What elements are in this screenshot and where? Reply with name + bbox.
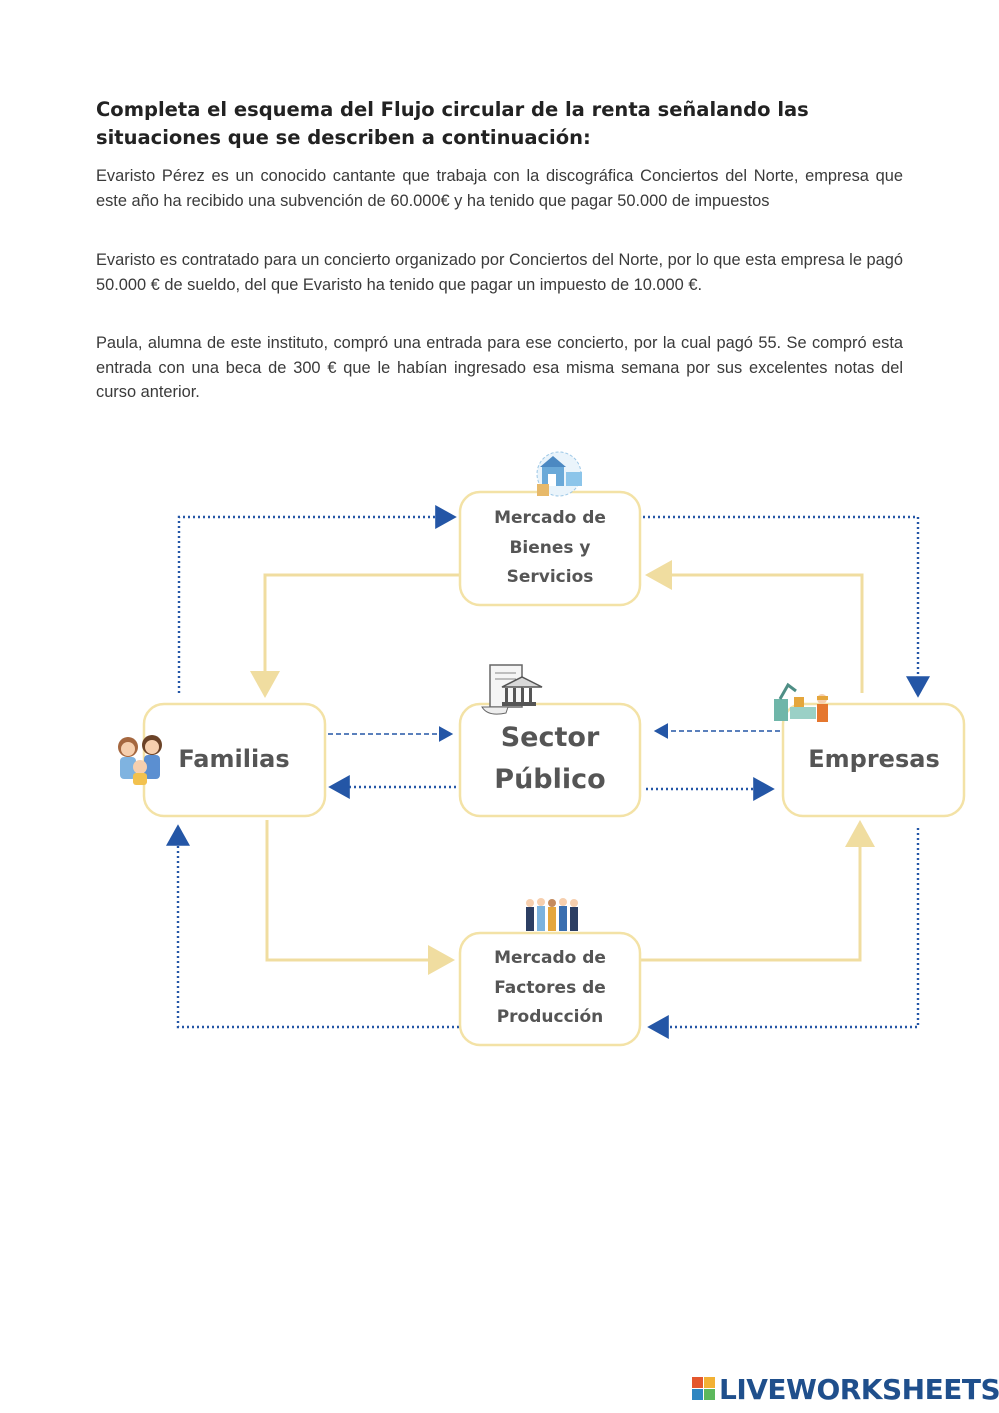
sector-publico-label-1: Sector	[501, 722, 600, 753]
sector-publico-label-2: Público	[494, 764, 605, 795]
money-flow-arrows-dashed	[328, 723, 780, 742]
sector-publico-box	[458, 702, 642, 818]
market-icon	[536, 451, 582, 497]
government-icon	[481, 664, 543, 715]
scenario-paragraph-2: Evaristo es contratado para un concierto…	[96, 251, 903, 294]
family-icon	[118, 735, 162, 785]
mercado-bienes-label-2: Bienes y	[509, 538, 590, 558]
empresas-box	[781, 702, 966, 818]
scenario-paragraph-1: Evaristo Pérez es un conocido cantante q…	[96, 167, 903, 210]
scenario-paragraph-3: Paula, alumna de este instituto, compró …	[96, 334, 903, 401]
liveworksheets-brand: LIVEWORKSHEETS	[692, 1372, 999, 1406]
mercado-bienes-label-3: Servicios	[507, 567, 594, 587]
familias-label: Familias	[178, 745, 289, 773]
mercado-factores-label-3: Producción	[497, 1007, 604, 1027]
mercado-factores-label-1: Mercado de	[494, 948, 606, 968]
empresas-label: Empresas	[808, 745, 939, 773]
real-flow-arrows	[250, 560, 875, 975]
factory-icon	[774, 682, 828, 722]
mercado-factores-label-2: Factores de	[494, 978, 606, 998]
mercado-factores-box	[458, 931, 642, 1047]
exercise-heading: Completa el esquema del Flujo circular d…	[96, 98, 809, 149]
circular-flow-diagram: Mercado de Bienes y Servicios Mercado de…	[118, 451, 966, 1047]
mercado-bienes-label-1: Mercado de	[494, 508, 606, 528]
liveworksheets-wordmark: LIVEWORKSHEETS	[719, 1372, 999, 1406]
workers-icon	[526, 898, 578, 931]
money-flow-arrows	[166, 505, 930, 1039]
liveworksheets-logo-icon	[692, 1377, 716, 1401]
